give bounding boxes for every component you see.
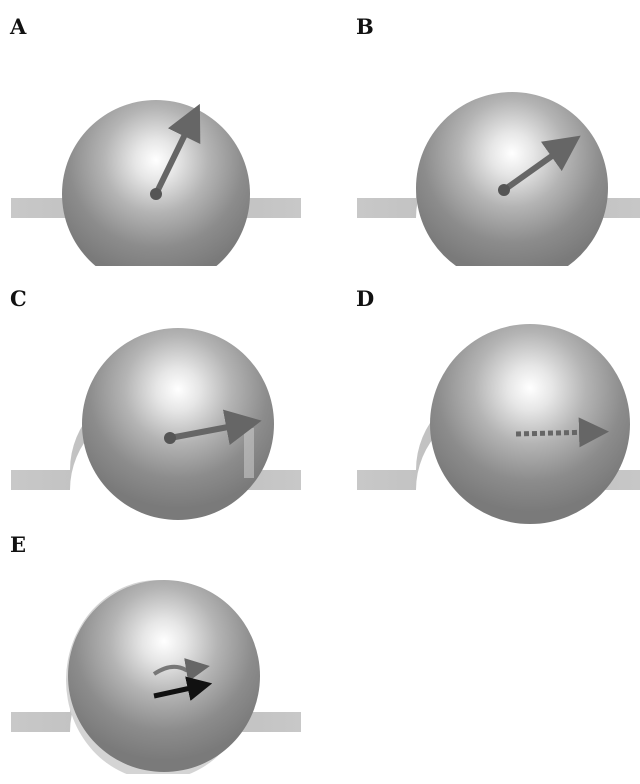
femoral-head — [416, 92, 608, 266]
panel-label-e: E — [10, 532, 27, 557]
femoral-head — [430, 324, 630, 524]
panel-d: D — [354, 288, 640, 538]
panel-e: E — [8, 534, 308, 784]
force-arrow — [169, 409, 262, 446]
force-arrow — [153, 103, 201, 196]
joint-diagram-b — [357, 92, 640, 266]
force-arrow — [502, 135, 581, 193]
panel-label-b: B — [356, 14, 374, 39]
acetabular-cup — [357, 112, 640, 218]
panel-label-c: C — [10, 286, 27, 311]
rotation-arrow — [152, 658, 210, 682]
acetabular-cup — [11, 626, 301, 732]
acetabular-cup — [11, 112, 301, 218]
panel-label-a: A — [10, 14, 27, 39]
joint-diagram-d — [357, 324, 640, 524]
acetabular-cup — [11, 384, 301, 490]
arrow-origin — [164, 432, 176, 444]
arrow-origin — [498, 184, 510, 196]
femoral-head — [82, 328, 274, 520]
panel-a: A — [8, 16, 308, 266]
arrow-origin — [150, 188, 162, 200]
femoral-head — [68, 580, 260, 772]
femoral-head — [62, 100, 250, 266]
translation-arrow — [153, 676, 213, 701]
panel-b: B — [354, 16, 640, 266]
dashed-force-arrow — [515, 417, 609, 448]
joint-diagram-e — [11, 580, 301, 774]
joint-diagram-c — [11, 328, 301, 520]
joint-diagram-a — [11, 100, 301, 266]
panel-c: C — [8, 288, 308, 538]
panel-label-d: D — [356, 286, 375, 311]
